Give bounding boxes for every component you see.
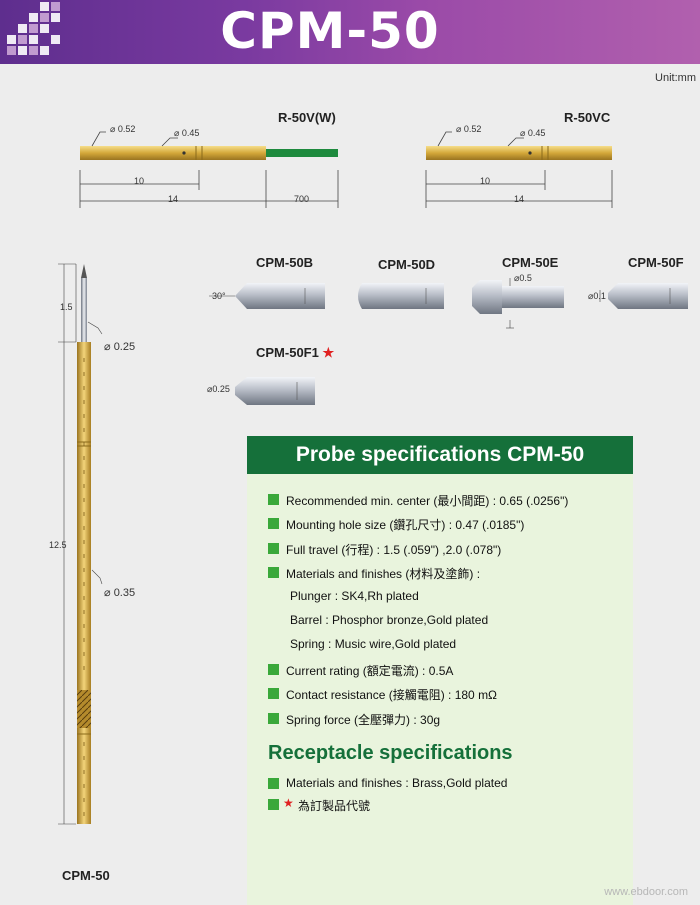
unit-label: Unit:mm: [655, 72, 696, 84]
probe-drawing: [58, 263, 103, 825]
receptacle-item: 為訂製品代號: [298, 799, 371, 813]
spec-item: Current rating (額定電流) : 0.5A: [286, 664, 454, 678]
checker-logo-icon: [7, 2, 60, 55]
r50vw-len-c: 700: [294, 194, 310, 204]
bullet-icon: [268, 799, 279, 810]
tip-f-dia: ⌀0.1: [588, 291, 606, 301]
spec-panel: [247, 436, 633, 905]
page-title: CPM-50: [220, 2, 440, 60]
probe-label: CPM-50: [62, 868, 110, 883]
r50vc-dia-outer: ⌀ 0.52: [456, 124, 482, 134]
spec-item: Contact resistance (接觸電阻) : 180 mΩ: [286, 688, 498, 702]
bullet-icon: [268, 567, 279, 578]
tip-f1-label: CPM-50F1 ★: [256, 345, 335, 360]
tip-b-label: CPM-50B: [256, 255, 314, 270]
tip-b-angle: 30°: [212, 291, 226, 301]
tip-d-label: CPM-50D: [378, 257, 436, 272]
probe-dia-barrel: ⌀ 0.35: [104, 587, 136, 599]
star-icon: ★: [283, 796, 294, 810]
header-bar: [0, 0, 700, 64]
material-item: Spring : Music wire,Gold plated: [290, 637, 457, 651]
spec-item: Spring force (全壓彈力) : 30g: [286, 713, 441, 727]
tip-e-label: CPM-50E: [502, 255, 559, 270]
r50vw-dia-inner: ⌀ 0.45: [174, 128, 200, 138]
bullet-icon: [268, 688, 279, 699]
probe-specs-title: Probe specifications CPM-50: [247, 436, 633, 474]
r50vw-dia-outer: ⌀ 0.52: [110, 124, 136, 134]
spec-item: Materials and finishes (材料及塗飾) :: [286, 567, 481, 581]
spec-item: Recommended min. center (最小間距) : 0.65 (.…: [286, 494, 569, 508]
tip-f1-dia: ⌀0.25: [207, 384, 230, 394]
r50vw-len-a: 10: [134, 176, 145, 186]
tip-b-drawing: [209, 283, 325, 309]
r50vw-len-b: 14: [168, 194, 179, 204]
r50vc-drawing: [425, 131, 613, 208]
tip-f1-drawing: [235, 377, 315, 405]
tip-f-label: CPM-50F: [628, 255, 684, 270]
bullet-icon: [268, 518, 279, 529]
bullet-icon: [268, 494, 279, 505]
tip-f-drawing: [599, 283, 688, 309]
bullet-icon: [268, 543, 279, 554]
r50vc-len-b: 14: [514, 194, 525, 204]
probe-dim-total: 12.5: [49, 540, 67, 550]
probe-dia-plunger: ⌀ 0.25: [104, 341, 136, 353]
r50vc-len-a: 10: [480, 176, 491, 186]
star-icon: ★: [322, 345, 335, 360]
tip-d-drawing: [358, 283, 444, 309]
tip-e-dia: ⌀0.5: [514, 273, 532, 283]
receptacle-item: Materials and finishes : Brass,Gold plat…: [286, 776, 508, 790]
receptacle-specs-title: Receptacle specifications: [268, 742, 513, 764]
bullet-icon: [268, 664, 279, 675]
r50vc-dia-inner: ⌀ 0.45: [520, 128, 546, 138]
tip-e-drawing: [472, 278, 564, 329]
spec-item: Full travel (行程) : 1.5 (.059") ,2.0 (.07…: [286, 543, 502, 557]
material-item: Plunger : SK4,Rh plated: [290, 589, 419, 603]
probe-dim-tip: 1.5: [60, 302, 73, 312]
bullet-icon: [268, 713, 279, 724]
r50vc-label: R-50VC: [564, 110, 611, 125]
r50vw-drawing: [79, 131, 339, 208]
spec-item: Mounting hole size (鑽孔尺寸) : 0.47 (.0185"…: [286, 518, 525, 532]
watermark: www.ebdoor.com: [604, 886, 688, 898]
material-item: Barrel : Phosphor bronze,Gold plated: [290, 613, 489, 627]
bullet-icon: [268, 778, 279, 789]
r50vw-label: R-50V(W): [278, 110, 336, 125]
